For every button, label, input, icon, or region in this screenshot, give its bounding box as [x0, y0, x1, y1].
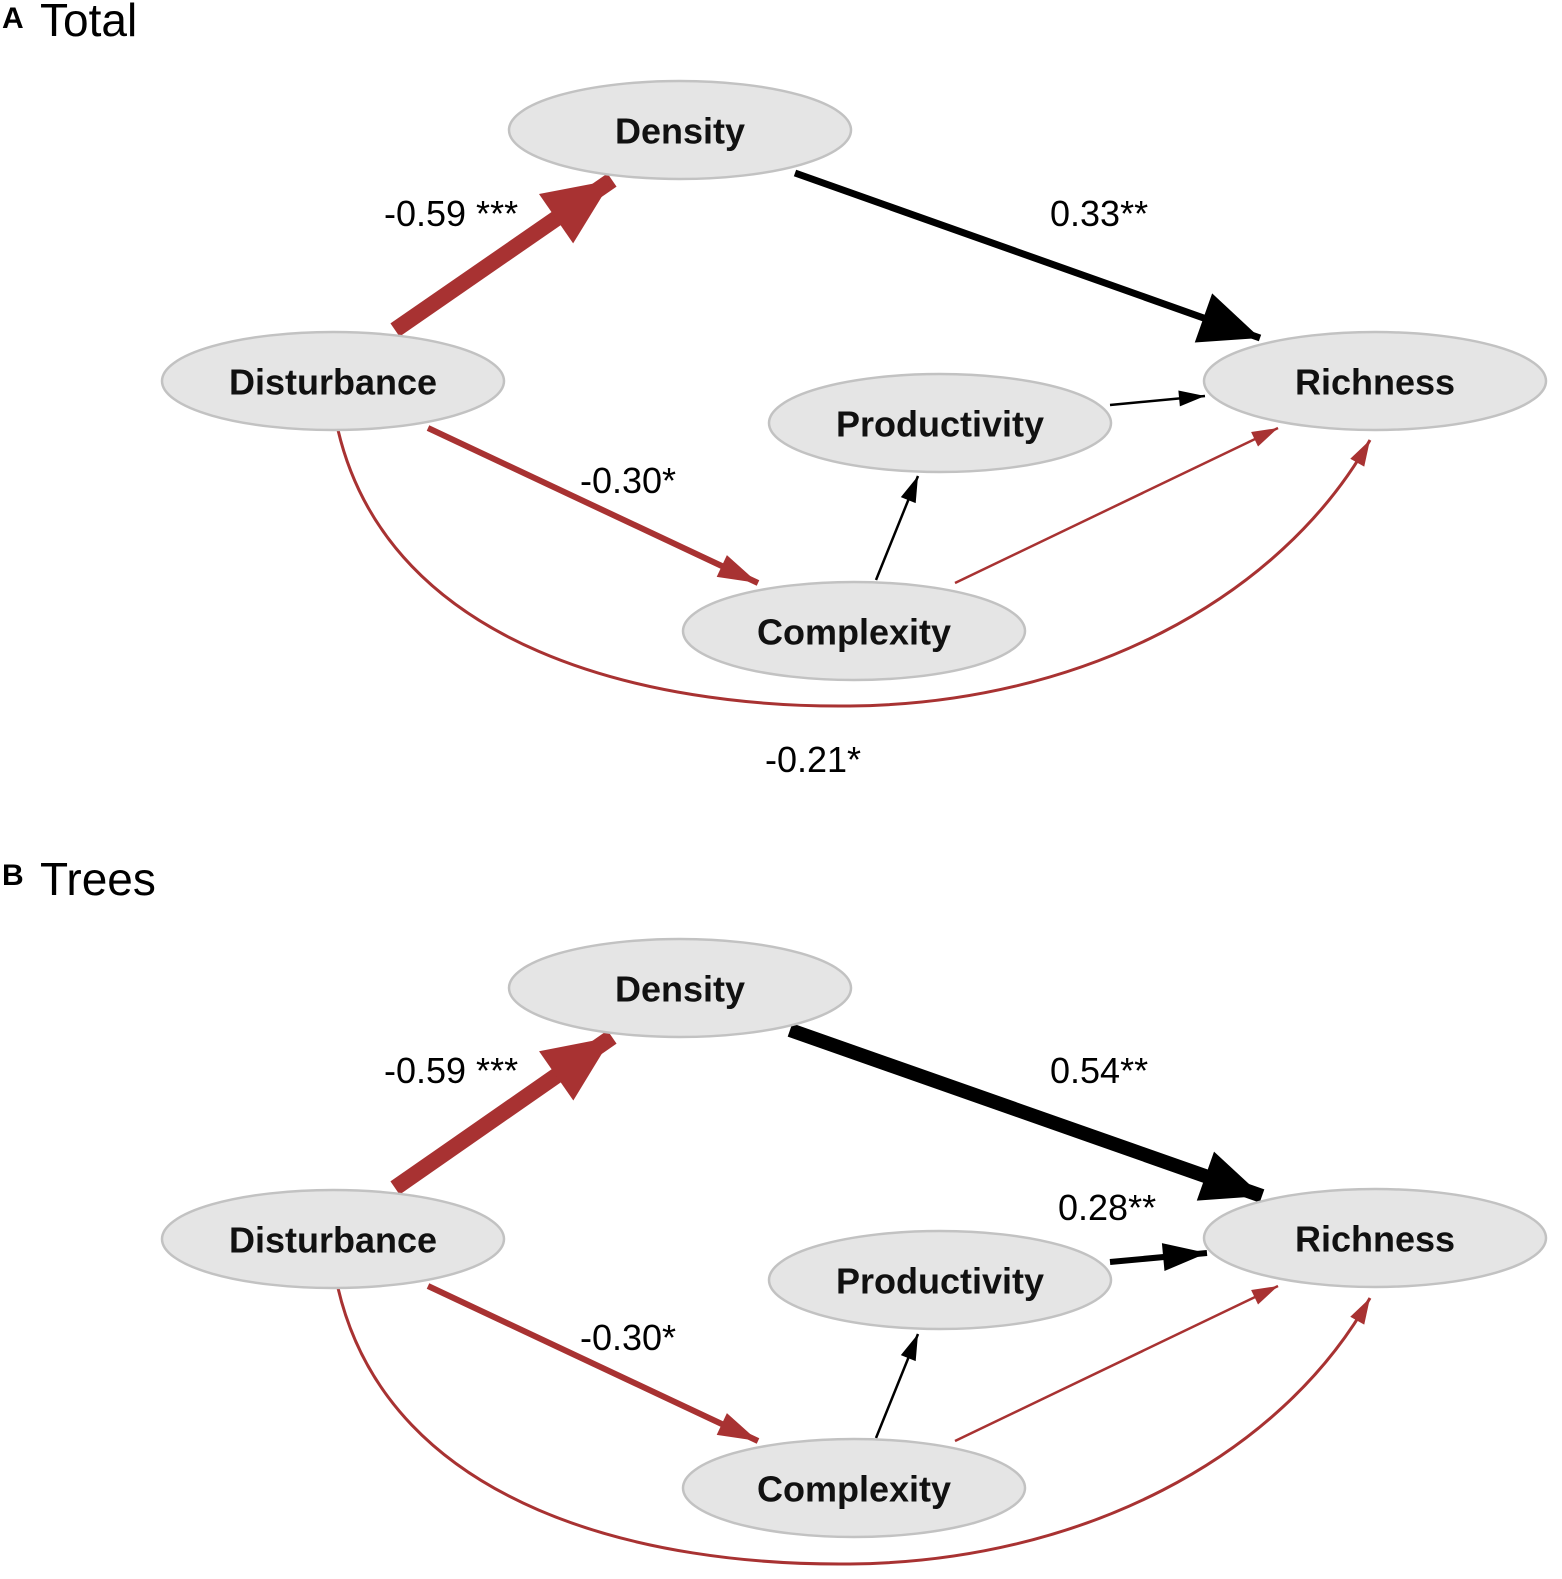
panel-b: B Trees Density Disturbance Richness Pro…: [2, 853, 1548, 1566]
node-complexity: Complexity: [681, 1437, 1027, 1539]
edge-density-richness: [793, 169, 1262, 343]
coef-productivity-richness: 0.28**: [1058, 1187, 1156, 1228]
coef-disturbance-richness: -0.21*: [765, 739, 861, 780]
edge-disturbance-density: [390, 1030, 617, 1195]
panel-a: A Total Density Disturbance Richness Pro…: [2, 0, 1548, 780]
node-richness: Richness: [1202, 1187, 1548, 1289]
coef-density-richness: 0.33**: [1050, 193, 1148, 234]
edge-disturbance-richness-curved: [336, 1287, 1372, 1566]
node-productivity-label: Productivity: [836, 404, 1044, 445]
edge-productivity-richness: [1109, 1243, 1208, 1272]
node-density-label: Density: [615, 969, 745, 1010]
node-productivity: Productivity: [767, 372, 1113, 474]
node-complexity-label: Complexity: [757, 1469, 951, 1510]
node-richness: Richness: [1202, 330, 1548, 432]
coef-disturbance-density: -0.59 ***: [384, 1050, 518, 1091]
panel-a-title: Total: [40, 0, 137, 46]
coef-density-richness: 0.54**: [1050, 1050, 1148, 1091]
node-density: Density: [507, 79, 853, 181]
coef-disturbance-complexity: -0.30*: [580, 1317, 676, 1358]
node-complexity: Complexity: [681, 580, 1027, 682]
node-density-label: Density: [615, 111, 745, 152]
node-disturbance: Disturbance: [160, 1188, 506, 1290]
edge-disturbance-density: [390, 173, 617, 337]
edge-complexity-productivity: [874, 475, 920, 581]
node-complexity-label: Complexity: [757, 612, 951, 653]
coef-disturbance-density: -0.59 ***: [384, 193, 518, 234]
panel-b-letter: B: [2, 859, 24, 892]
edge-disturbance-complexity: [426, 1283, 760, 1444]
coef-disturbance-complexity: -0.30*: [580, 460, 676, 501]
node-richness-label: Richness: [1295, 1219, 1455, 1260]
node-productivity: Productivity: [767, 1229, 1113, 1331]
panel-a-letter: A: [2, 2, 24, 35]
node-disturbance-label: Disturbance: [229, 1220, 437, 1261]
edge-complexity-richness: [954, 1284, 1279, 1443]
node-disturbance-label: Disturbance: [229, 362, 437, 403]
edge-density-richness: [787, 1023, 1265, 1203]
edge-disturbance-complexity: [426, 425, 760, 586]
edge-disturbance-richness-curved: [336, 429, 1372, 708]
node-richness-label: Richness: [1295, 362, 1455, 403]
node-disturbance: Disturbance: [160, 330, 506, 432]
node-density: Density: [507, 937, 853, 1039]
edge-productivity-richness: [1109, 390, 1206, 407]
panel-b-title: Trees: [40, 853, 156, 905]
edge-complexity-richness: [954, 426, 1279, 585]
edge-complexity-productivity: [874, 1333, 920, 1439]
node-productivity-label: Productivity: [836, 1261, 1044, 1302]
